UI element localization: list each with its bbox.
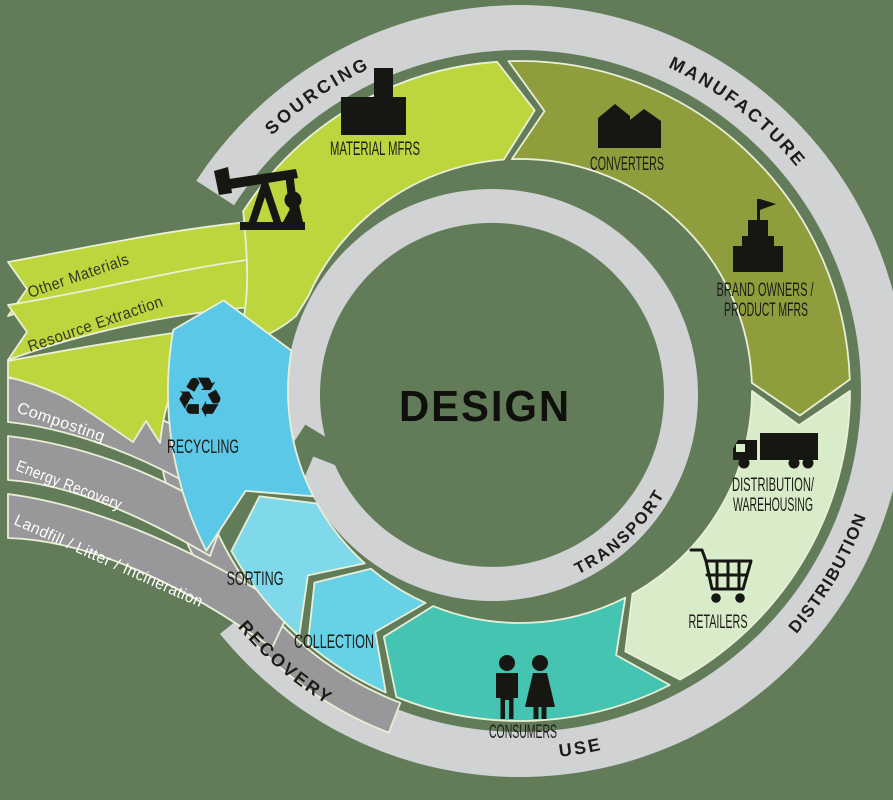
label-retailers: RETAILERS [689,612,748,633]
label-material-mfrs: MATERIAL MFRS [330,139,420,160]
segment-use [382,596,671,722]
brand-owners-building-icon [733,199,783,272]
oil-pumpjack-icon [214,167,305,230]
truck-icon [733,433,818,469]
factory-icon [341,68,406,135]
converters-buildings-icon [598,104,661,148]
recycling-icon: ♻ [175,366,225,429]
label-distribution-line1: DISTRIBUTION/ [732,475,814,496]
energy-recovery-ribbon [7,435,226,557]
label-collection: COLLECTION [294,632,374,653]
label-brand-owners-line1: BRAND OWNERS / [717,280,814,301]
label-brand-owners-line2: PRODUCT MFRS [724,300,808,321]
label-consumers: CONSUMERS [489,722,557,743]
label-converters: CONVERTERS [590,154,664,175]
segment-sorting [230,495,366,638]
consumers-people-icon [496,655,555,719]
segment-recycling [167,299,315,552]
shopping-cart-icon [689,548,753,603]
center-title: DESIGN [399,382,571,431]
segment-collection [307,567,427,694]
label-warehousing-line2: WAREHOUSING [733,495,813,516]
label-recycling: RECYCLING [167,437,239,458]
landfill-ribbon [7,493,291,649]
label-sorting: SORTING [227,569,284,590]
segment-manufacture [507,60,851,417]
